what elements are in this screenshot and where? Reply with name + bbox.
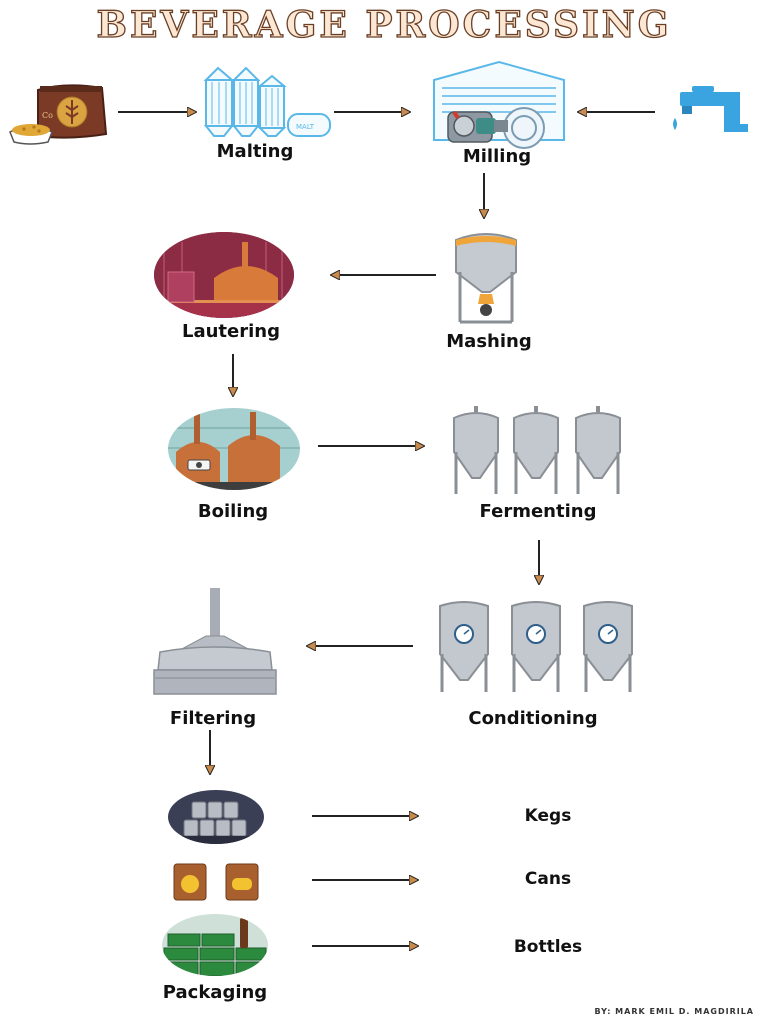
page-title: BEVERAGE PROCESSING [96, 3, 672, 46]
svg-text:Co: Co [42, 111, 53, 120]
stage-label-filtering: Filtering [169, 708, 257, 729]
stage-label-mashing: Mashing [446, 331, 532, 352]
stage-label-packaging: Packaging [162, 982, 268, 1003]
stage-label-boiling: Boiling [197, 501, 269, 522]
filtering-tank-icon [153, 588, 277, 695]
fermenting-tanks-icon [453, 406, 621, 494]
boiling-kettles-icon [168, 408, 300, 490]
water-tap-icon [673, 86, 748, 132]
mashing-tank-icon [455, 233, 517, 324]
lautering-brewhouse-icon [154, 232, 294, 318]
stage-label-fermenting: Fermenting [479, 501, 597, 522]
stage-label-malting: Malting [216, 141, 294, 162]
cans-icon [173, 863, 259, 901]
output-label-cans: Cans [524, 869, 572, 889]
svg-text:MALT: MALT [296, 123, 315, 131]
stage-label-conditioning: Conditioning [468, 708, 598, 729]
malting-silos-icon: MALT [203, 66, 331, 137]
stage-label-lautering: Lautering [182, 321, 280, 342]
author-credit: BY: MARK EMIL D. MAGDIRILA [594, 1007, 754, 1016]
mill-building-icon [433, 60, 565, 149]
kegs-icon [168, 790, 264, 844]
grain-sack-icon: Co [9, 84, 108, 145]
output-label-bottles: Bottles [513, 937, 583, 957]
stage-label-milling: Milling [462, 146, 532, 167]
output-label-kegs: Kegs [524, 806, 572, 826]
conditioning-tanks-icon [439, 601, 633, 692]
bottle-crates-icon [162, 914, 268, 976]
